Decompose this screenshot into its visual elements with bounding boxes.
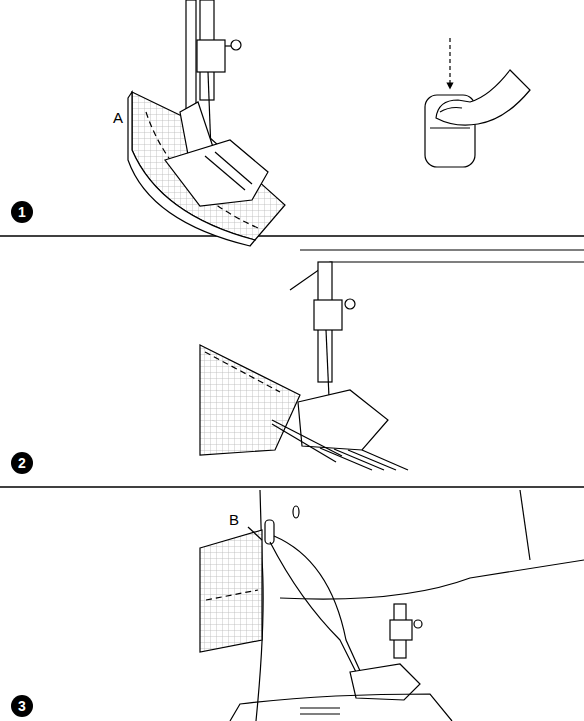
leader-line (248, 527, 262, 540)
callout-number: 3 (11, 695, 33, 717)
panel-divider (0, 236, 584, 487)
callout-number: 1 (11, 201, 33, 223)
callout-text: 1 (18, 205, 26, 219)
part-label: A (112, 110, 124, 125)
panel-2-figure (200, 250, 584, 470)
panel-3-figure (200, 490, 584, 721)
callout-text: 2 (18, 456, 26, 470)
callout-number: 2 (11, 452, 33, 474)
part-label: B (228, 512, 240, 527)
panel-1-figure (128, 0, 285, 246)
callout-text: 3 (18, 699, 26, 713)
reverse-button (425, 38, 530, 167)
